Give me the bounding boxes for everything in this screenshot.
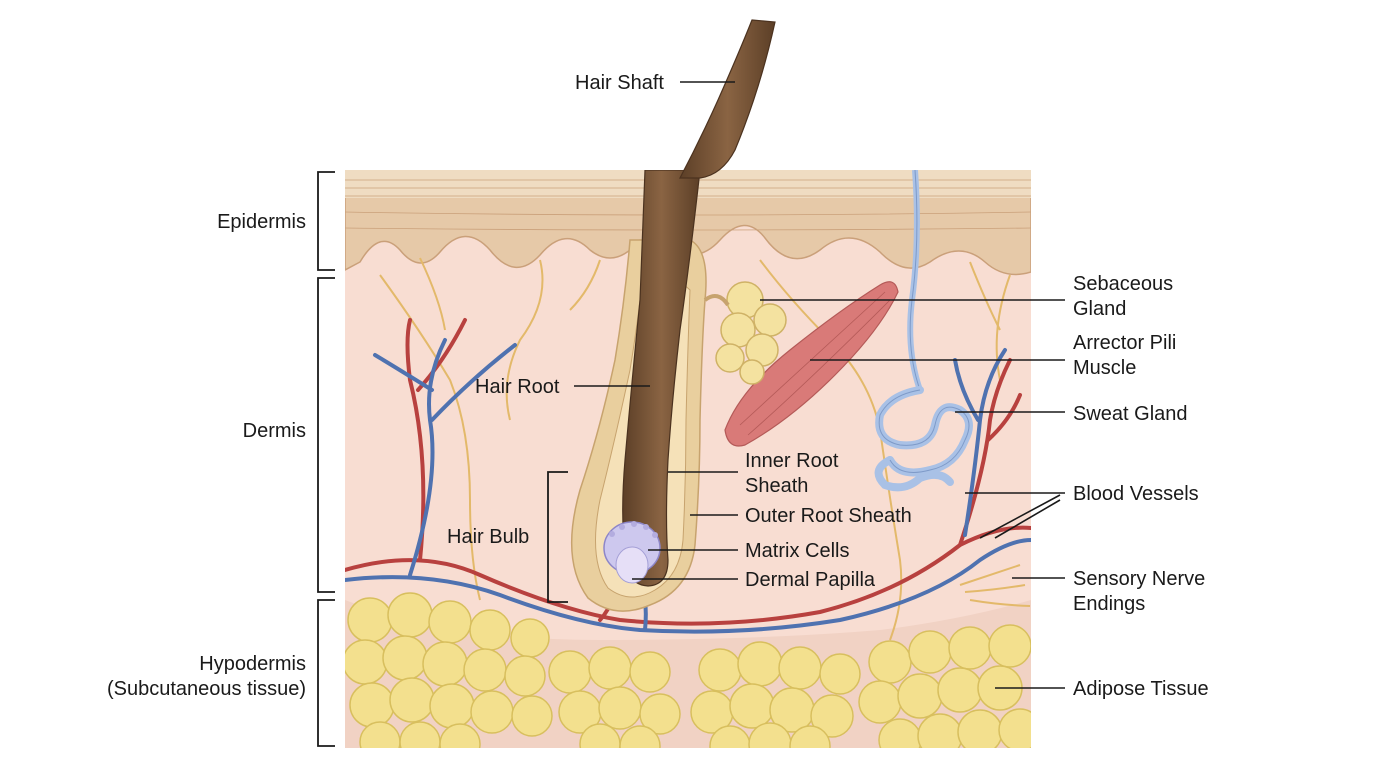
layer-labels: Epidermis Dermis Hypodermis (Subcutaneou… [107,211,306,700]
blood-vessels-label: Blood Vessels [1073,483,1199,505]
adipose-tissue [345,592,1031,748]
arrector-pili-label-2: Muscle [1073,357,1136,379]
hair-shaft-above-skin [679,19,776,179]
dermal-papilla-shape [615,546,649,584]
sebaceous-gland-label-2: Gland [1073,298,1126,320]
hair-root-label: Hair Root [475,376,560,398]
epidermis-label: Epidermis [217,211,306,233]
hair-bulb-label: Hair Bulb [447,526,529,548]
leader-lines [574,81,1065,689]
sensory-nerve-label-2: Endings [1073,593,1145,615]
sweat-gland-label: Sweat Gland [1073,403,1188,425]
sebaceous-gland-label: Sebaceous [1073,273,1173,295]
layer-brackets [317,171,568,747]
arrector-pili-muscle [724,281,899,447]
outer-root-sheath-label: Outer Root Sheath [745,505,912,527]
matrix-cells-label: Matrix Cells [745,540,849,562]
tissue-illustration [345,170,1031,748]
adipose-tissue-label: Adipose Tissue [1073,678,1209,700]
dermal-papilla-label: Dermal Papilla [745,569,876,591]
vein-vessels [345,338,1031,634]
hypodermis-sublabel: (Subcutaneous tissue) [107,678,306,700]
structure-labels: Hair Shaft Hair Root Hair Bulb Inner Roo… [447,72,1209,700]
sensory-nerve-label: Sensory Nerve [1073,568,1205,590]
inner-root-sheath-label: Inner Root [745,450,839,472]
hypodermis-label: Hypodermis [199,653,306,675]
inner-root-sheath-label-2: Sheath [745,475,808,497]
hair-shaft-label: Hair Shaft [575,72,664,94]
dermis-label: Dermis [243,420,306,442]
arrector-pili-label: Arrector Pili [1073,332,1176,354]
hair-shaft-and-root [622,170,701,587]
